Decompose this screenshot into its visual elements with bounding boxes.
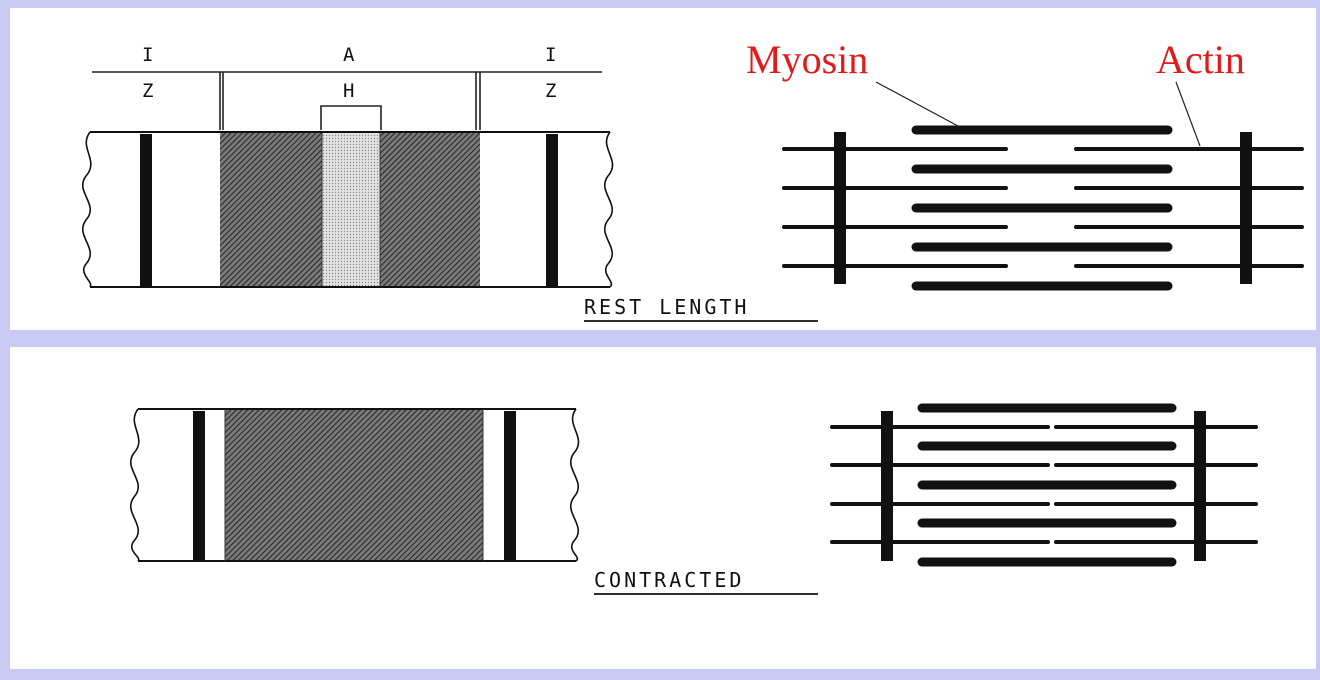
i-band-label-left: I bbox=[142, 44, 153, 66]
z-disc-left-contracted bbox=[881, 411, 893, 561]
a-band-label: A bbox=[343, 44, 355, 66]
i-band-label-right: I bbox=[545, 44, 556, 66]
rest-length-diagram: I A I Z H Z REST LENGTH bbox=[81, 37, 1304, 322]
z-line-right bbox=[546, 134, 558, 286]
contracted-diagram: CONTRACTED bbox=[129, 403, 1258, 595]
actin-label: Actin bbox=[1156, 37, 1245, 82]
z-disc-left bbox=[834, 132, 846, 284]
filaments-rest bbox=[782, 125, 1304, 291]
z-disc-right bbox=[1240, 132, 1252, 284]
break-edge-left-contracted bbox=[129, 408, 140, 562]
break-edge-right-contracted bbox=[569, 408, 580, 562]
a-band-contracted bbox=[225, 409, 483, 561]
rest-length-caption: REST LENGTH bbox=[584, 295, 749, 319]
z-line-right-contracted bbox=[504, 411, 516, 560]
z-disc-right-contracted bbox=[1194, 411, 1206, 561]
filaments-contracted bbox=[830, 403, 1258, 567]
myosin-label: Myosin bbox=[746, 37, 868, 82]
z-line-label-right: Z bbox=[545, 80, 556, 102]
z-line-left bbox=[140, 134, 152, 286]
actin-leader bbox=[1175, 81, 1201, 147]
z-line-label-left: Z bbox=[142, 80, 153, 102]
z-line-left-contracted bbox=[193, 411, 205, 560]
myosin-leader bbox=[875, 81, 959, 127]
sarcomere-contracted bbox=[129, 408, 580, 562]
actin-filaments-contracted bbox=[830, 425, 1258, 544]
break-edge-right bbox=[603, 131, 614, 288]
myosin-filaments bbox=[911, 125, 1173, 291]
h-zone-label: H bbox=[343, 80, 354, 102]
actin-filaments bbox=[782, 147, 1304, 268]
sarcomere-rest bbox=[81, 131, 614, 288]
h-zone bbox=[322, 132, 380, 287]
contracted-caption: CONTRACTED bbox=[594, 568, 744, 592]
break-edge-left bbox=[81, 131, 92, 288]
contracted-panel: CONTRACTED bbox=[10, 347, 1316, 669]
rest-length-panel: I A I Z H Z REST LENGTH bbox=[10, 8, 1316, 330]
band-brackets bbox=[92, 71, 602, 130]
myosin-filaments-contracted bbox=[917, 403, 1177, 567]
